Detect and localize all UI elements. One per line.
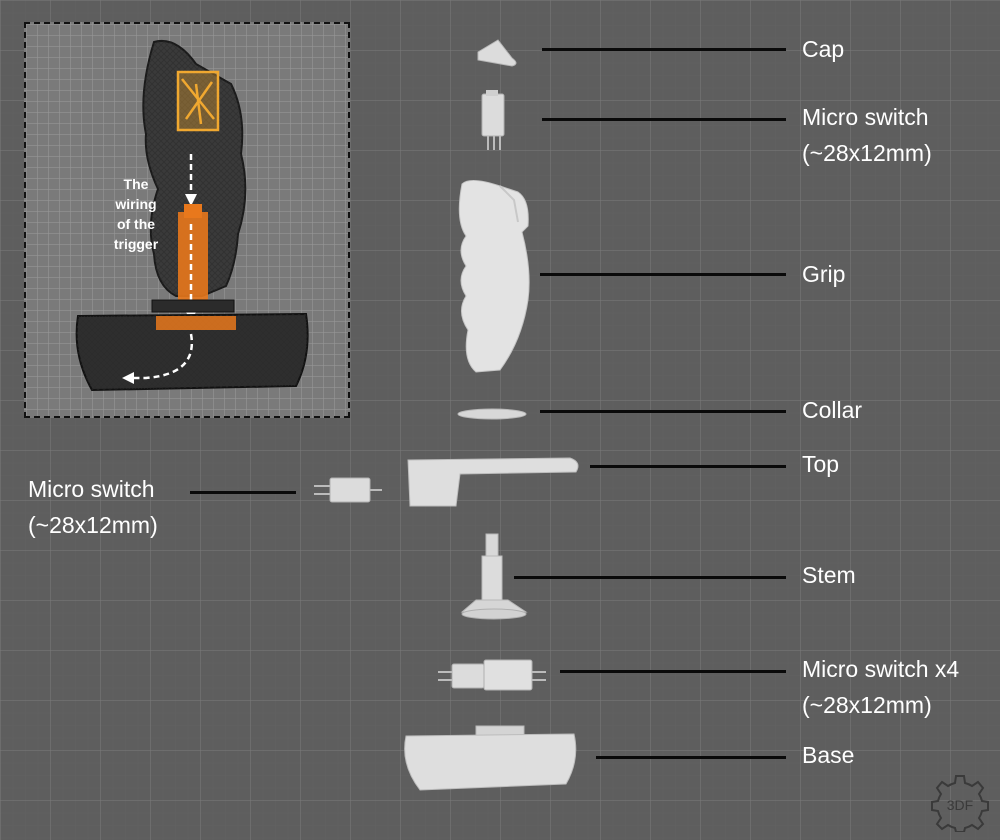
label-line: (~28x12mm) [802, 139, 932, 166]
part-micro-switch-x4 [438, 659, 546, 691]
label-line: Micro switch [28, 476, 155, 502]
leader-grip [540, 273, 786, 276]
part-cap [477, 39, 517, 67]
label-collar: Collar [802, 397, 863, 423]
part-stem [460, 533, 528, 620]
caption-line: trigger [113, 236, 159, 252]
leader-stem [514, 576, 786, 579]
label-micro-switch-grip: Micro switch (~28x12mm) [802, 100, 932, 171]
part-micro-switch-grip [481, 90, 505, 150]
label-line: Micro switch [802, 104, 929, 130]
label-base: Base [802, 742, 855, 768]
logo-text: 3DF [947, 797, 973, 813]
caption-line: of the [116, 216, 156, 232]
inset-caption: The wiring of the trigger [104, 174, 168, 254]
part-grip [458, 180, 530, 373]
leader-micro-switch-top [542, 118, 786, 121]
part-collar [457, 408, 527, 420]
xray-inset-panel: The wiring of the trigger [24, 22, 350, 418]
label-cap: Cap [802, 36, 845, 62]
xray-wire-stem [178, 212, 208, 304]
label-micro-switch-side: Micro switch (~28x12mm) [28, 472, 158, 543]
leader-cap [542, 48, 786, 51]
xray-joystick-illustration [75, 40, 309, 392]
leader-micro-switch-side [190, 491, 296, 494]
part-micro-switch-top [314, 477, 382, 503]
label-line: (~28x12mm) [28, 511, 158, 538]
leader-base [596, 756, 786, 759]
caption-line: The [123, 176, 149, 192]
caption-line: wiring [115, 196, 157, 212]
label-line: Micro switch x4 [802, 656, 960, 682]
leader-micro-switch-x4 [560, 670, 786, 673]
label-line: (~28x12mm) [802, 691, 932, 718]
gear-logo-icon: 3DF [930, 772, 990, 832]
label-grip: Grip [802, 261, 846, 287]
leader-top [590, 465, 786, 468]
xray-trigger-switch [176, 70, 220, 132]
part-base [404, 725, 577, 791]
part-top [407, 457, 579, 507]
label-top: Top [802, 451, 840, 477]
label-stem: Stem [802, 562, 856, 588]
label-micro-switch-x4: Micro switch x4 (~28x12mm) [802, 652, 959, 723]
leader-collar [540, 410, 786, 413]
